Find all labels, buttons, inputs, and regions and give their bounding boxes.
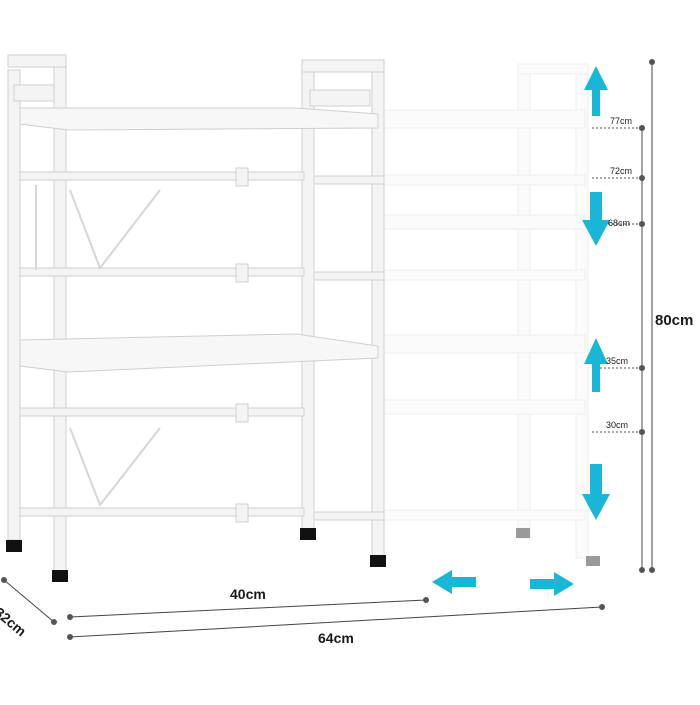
- min-width-line: [69, 599, 427, 618]
- max-width-label: 64cm: [318, 630, 354, 646]
- shelf-frame: [7, 54, 385, 576]
- ghost-foot: [516, 528, 530, 538]
- height-label-77: 77cm: [610, 116, 633, 126]
- arrow-up-icon: [584, 338, 608, 392]
- arrow-down-icon: [582, 192, 610, 246]
- foot: [6, 540, 22, 552]
- height-label-72: 72cm: [610, 166, 633, 176]
- height-dots: [639, 59, 655, 573]
- height-label-30: 30cm: [606, 420, 629, 430]
- ghost-foot: [586, 556, 600, 566]
- arrow-down-icon: [582, 464, 610, 520]
- max-width-line: [69, 606, 603, 638]
- foot: [52, 570, 68, 582]
- total-height-label: 80cm: [655, 312, 694, 329]
- arrow-right-icon: [530, 572, 574, 596]
- arrow-left-icon: [432, 570, 476, 594]
- foot: [370, 555, 386, 567]
- min-width-label: 40cm: [230, 586, 266, 602]
- arrow-up-icon: [584, 66, 608, 116]
- height-label-68: 68cm: [608, 218, 631, 228]
- foot: [300, 528, 316, 540]
- ghost-extended-frame: [379, 63, 589, 559]
- depth-line: [3, 579, 55, 623]
- height-label-35: 35cm: [606, 356, 629, 366]
